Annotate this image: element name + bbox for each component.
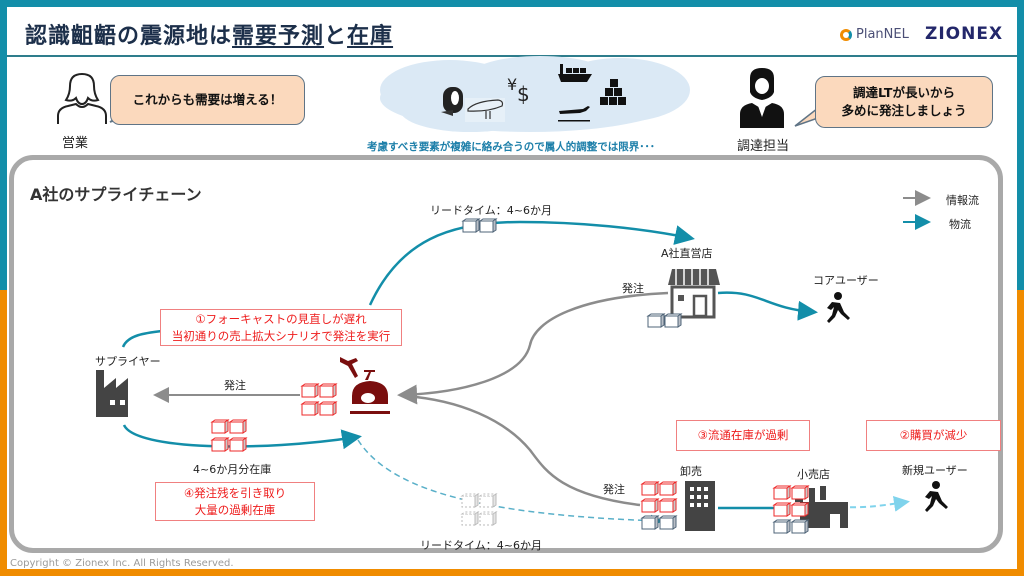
plannel-logo: PlanNEL [840,27,909,42]
wholesale-boxes [641,481,677,530]
callout-excess-inventory: ④発注残を引き取り 大量の過剰在庫 [155,482,315,521]
currency-yen-dollar-icon: ¥ $ [507,75,530,106]
flow-store-to-core-user [717,291,818,321]
title-text: と [324,24,348,49]
callout-3-text: ③流通在庫が過剰 [697,428,789,443]
retail-label: 小売店 [797,468,830,481]
direct-store-label: A社直営店 [661,247,713,260]
title-text: 認識齟齬の震源地は [25,24,233,49]
order-from-store [397,291,669,405]
zionex-logo: ZIONEX [925,24,1004,44]
store-icon [668,269,720,319]
copyright-text: Copyright © Zionex Inc. All Rights Reser… [10,558,234,569]
stacked-boxes-icon [600,79,626,105]
cloud-caption: 考慮すべき要素が複雑に絡み合うので属人的調整では限界･･･ [367,141,656,153]
flow-supplier-top-stub [121,329,163,348]
company-excess-boxes [301,383,337,416]
order-wholesale-label: 発注 [603,483,625,496]
callout-purchase-decrease: ②購買が減少 [866,420,1001,451]
callout-channel-inventory-excess: ③流通在庫が過剰 [676,420,810,451]
callout-forecast-delay: ①フォーキャストの見直しが遅れ 当初通りの売上拡大シナリオで発注を実行 [160,309,402,346]
callout-2-text: ②購買が減少 [899,428,968,443]
flow-supplier-to-store [368,220,695,306]
plannel-mark-icon [840,28,852,41]
legend-info-flow-label: 情報流 [946,194,979,207]
lead-time-bottom-label: リードタイム：4~6か月 [420,539,542,552]
callout-1-line1: ①フォーキャストの見直しが遅れ [195,312,367,327]
store-boxes [647,313,682,328]
cargo-ship-icon [558,64,592,82]
callout-1-line2: 当初通りの売上拡大シナリオで発注を実行 [171,328,391,343]
order-supplier-label: 発注 [224,379,246,392]
wholesale-building-icon [685,481,715,531]
bicycle-saddle-icon [465,98,505,122]
title-bar: 認識齟齬の震源地は需要予測と在庫 PlanNEL ZIONEX [7,7,1017,57]
flow-supplier-to-company [122,424,362,450]
wholesale-label: 卸売 [680,465,702,478]
supply-chain-panel [9,155,1003,553]
page-title: 認識齟齬の震源地は需要予測と在庫 [25,18,393,50]
new-user-label: 新規ユーザー [902,464,968,477]
procurement-speech-bubble: 調達LTが長いから 多めに発注しましょう [815,76,993,128]
title-emphasis-demand-forecast: 需要予測 [232,24,325,49]
person-suit-icon [740,68,784,128]
legend-physical-flow-label: 物流 [949,218,971,231]
inventory-label: 4~6か月分在庫 [193,463,272,476]
plannel-logo-text: PlanNEL [856,27,909,42]
tape-roll-icon [441,87,463,116]
procurement-speech-line1: 調達LTが長いから [853,84,955,100]
order-direct-label: 発注 [622,282,644,295]
title-emphasis-inventory: 在庫 [347,24,394,49]
core-user-runner-icon [827,292,850,323]
flow-company-to-wholesale [357,439,663,527]
callout-4-line2: 大量の過剰在庫 [194,502,276,517]
diagram-title: A社のサプライチェーン [30,185,202,204]
company-icon [340,357,390,414]
supplier-label: サプライヤー [95,355,161,368]
retail-boxes [773,485,809,534]
procurement-speech-line2: 多めに発注しましょう [841,103,967,118]
svg-text:¥: ¥ [507,75,517,94]
callout-4-line1: ④発注残を引き取り [183,486,287,501]
transit-boxes-top [462,218,497,233]
new-user-runner-icon [925,481,948,512]
factory-icon [96,370,128,417]
sales-speech-bubble: これからも需要は増える！ [110,75,305,125]
person-outline-icon [57,72,107,124]
svg-text:$: $ [517,82,530,106]
sales-label: 営業 [62,136,89,151]
ghost-transit-boxes [461,493,497,526]
airplane-icon [558,106,590,122]
core-user-label: コアユーザー [813,274,879,287]
flow-retail-to-new-user [839,495,910,512]
lead-time-top-label: リードタイム：4~6か月 [430,204,552,217]
procurement-label: 調達担当 [737,139,790,154]
sales-speech-text: これからも需要は増える！ [132,91,283,107]
order-from-wholesale [404,394,641,507]
